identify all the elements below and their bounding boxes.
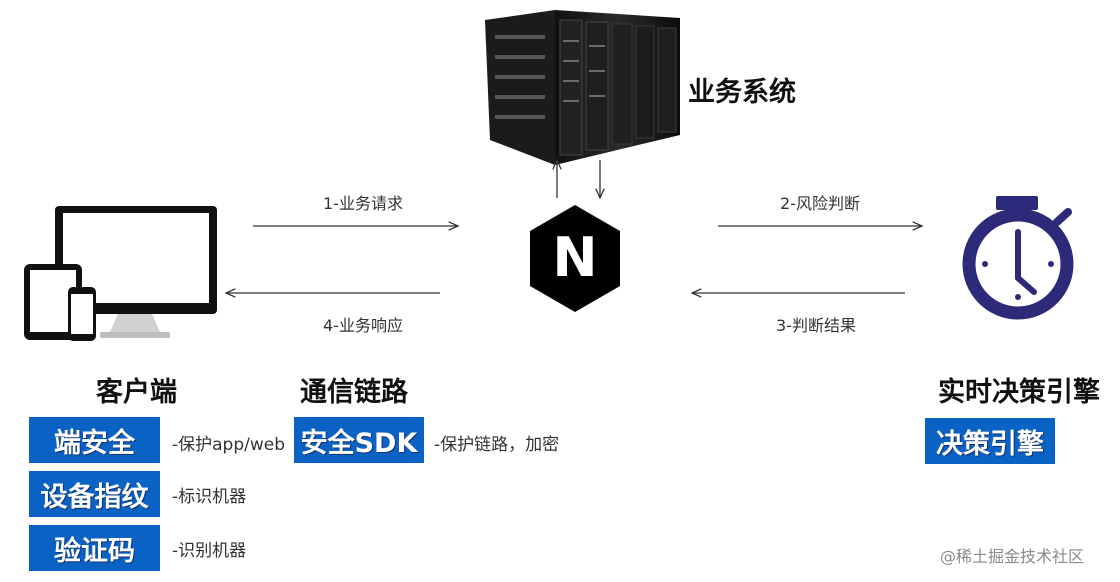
client-endpoint-security-text: 端安全 xyxy=(54,427,135,459)
link-sdk-box: 安全SDK xyxy=(294,417,424,463)
nginx-letter: N xyxy=(552,226,598,289)
step4-label: 4-业务响应 xyxy=(323,316,403,335)
link-label: 通信链路 xyxy=(300,377,408,408)
engine-text: 决策引擎 xyxy=(936,428,1044,460)
client-captcha-note: -识别机器 xyxy=(172,541,247,561)
step1-label: 1-业务请求 xyxy=(323,194,403,213)
client-captcha-box: 验证码 xyxy=(29,525,160,571)
client-endpoint-security-note: -保护app/web xyxy=(172,435,286,455)
step2-label: 2-风险判断 xyxy=(780,194,860,213)
nginx-icon xyxy=(530,205,620,312)
client-fingerprint-note: -标识机器 xyxy=(172,487,247,507)
step3-label: 3-判断结果 xyxy=(776,316,856,335)
client-captcha-text: 验证码 xyxy=(54,535,135,567)
engine-box: 决策引擎 xyxy=(925,418,1055,464)
link-sdk-text: 安全SDK xyxy=(300,427,418,459)
link-sdk-note: -保护链路，加密 xyxy=(434,435,560,455)
stopwatch-icon xyxy=(962,196,1074,320)
client-endpoint-security-box: 端安全 xyxy=(29,417,160,463)
engine-label: 实时决策引擎 xyxy=(938,377,1100,408)
watermark: @稀土掘金技术社区 xyxy=(940,547,1085,566)
server-rack-icon xyxy=(485,10,680,165)
client-fingerprint-text: 设备指纹 xyxy=(40,481,149,513)
client-label: 客户端 xyxy=(96,377,177,408)
client-fingerprint-box: 设备指纹 xyxy=(29,471,160,517)
server-label: 业务系统 xyxy=(688,77,796,108)
client-devices-icon xyxy=(24,206,217,341)
